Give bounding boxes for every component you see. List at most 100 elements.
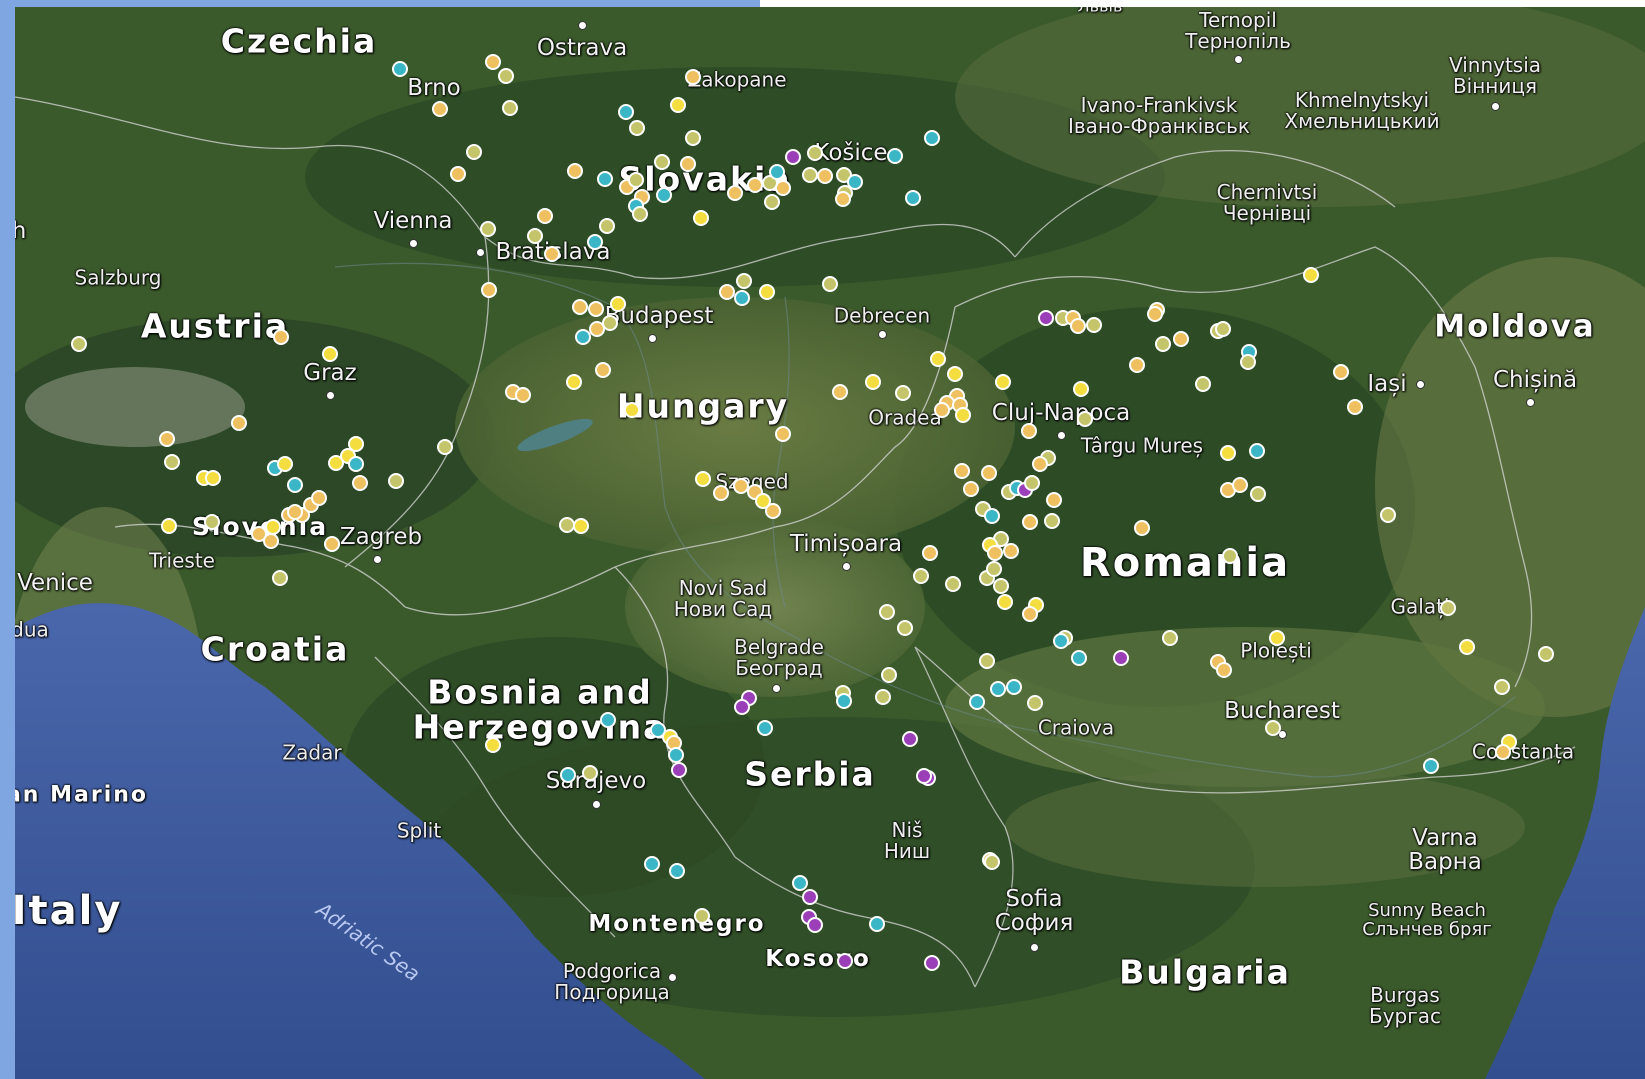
map-marker[interactable] xyxy=(1044,513,1060,529)
map-marker[interactable] xyxy=(1195,376,1211,392)
map-marker[interactable] xyxy=(832,384,848,400)
map-marker[interactable] xyxy=(1494,679,1510,695)
map-marker[interactable] xyxy=(263,533,279,549)
map-marker[interactable] xyxy=(785,149,801,165)
map-marker[interactable] xyxy=(986,561,1002,577)
map-marker[interactable] xyxy=(668,747,684,763)
map-marker[interactable] xyxy=(895,385,911,401)
map-marker[interactable] xyxy=(881,667,897,683)
map-marker[interactable] xyxy=(865,374,881,390)
map-marker[interactable] xyxy=(544,246,560,262)
map-marker[interactable] xyxy=(287,504,303,520)
map-marker[interactable] xyxy=(485,54,501,70)
map-marker[interactable] xyxy=(632,206,648,222)
map-marker[interactable] xyxy=(348,456,364,472)
map-marker[interactable] xyxy=(879,604,895,620)
map-marker[interactable] xyxy=(352,475,368,491)
map-marker[interactable] xyxy=(913,568,929,584)
map-marker[interactable] xyxy=(587,234,603,250)
map-marker[interactable] xyxy=(481,282,497,298)
map-marker[interactable] xyxy=(348,436,364,452)
map-marker[interactable] xyxy=(836,167,852,183)
map-marker[interactable] xyxy=(747,177,763,193)
map-marker[interactable] xyxy=(719,284,735,300)
map-marker[interactable] xyxy=(802,167,818,183)
map-marker[interactable] xyxy=(480,221,496,237)
map-marker[interactable] xyxy=(204,514,220,530)
map-marker[interactable] xyxy=(1032,456,1048,472)
map-marker[interactable] xyxy=(984,854,1000,870)
map-marker[interactable] xyxy=(1250,486,1266,502)
map-marker[interactable] xyxy=(432,101,448,117)
map-marker[interactable] xyxy=(713,485,729,501)
map-marker[interactable] xyxy=(392,61,408,77)
map-marker[interactable] xyxy=(644,856,660,872)
map-marker[interactable] xyxy=(947,366,963,382)
map-marker[interactable] xyxy=(575,329,591,345)
map-marker[interactable] xyxy=(1495,744,1511,760)
map-marker[interactable] xyxy=(993,578,1009,594)
map-marker[interactable] xyxy=(450,166,466,182)
map-marker[interactable] xyxy=(734,699,750,715)
map-marker[interactable] xyxy=(1155,336,1171,352)
map-marker[interactable] xyxy=(628,172,644,188)
map-marker[interactable] xyxy=(837,953,853,969)
map-marker[interactable] xyxy=(1046,492,1062,508)
map-marker[interactable] xyxy=(251,526,267,542)
map-marker[interactable] xyxy=(769,164,785,180)
map-marker[interactable] xyxy=(272,570,288,586)
map-marker[interactable] xyxy=(1027,695,1043,711)
map-marker[interactable] xyxy=(588,301,604,317)
map-marker[interactable] xyxy=(1077,411,1093,427)
map-marker[interactable] xyxy=(727,185,743,201)
map-marker[interactable] xyxy=(1038,310,1054,326)
map-marker[interactable] xyxy=(1173,331,1189,347)
map-marker[interactable] xyxy=(205,470,221,486)
map-marker[interactable] xyxy=(600,712,616,728)
map-marker[interactable] xyxy=(875,689,891,705)
map-marker[interactable] xyxy=(572,299,588,315)
map-marker[interactable] xyxy=(324,536,340,552)
map-marker[interactable] xyxy=(515,387,531,403)
map-marker[interactable] xyxy=(671,762,687,778)
map-marker[interactable] xyxy=(1003,543,1019,559)
map-marker[interactable] xyxy=(1303,267,1319,283)
map-marker[interactable] xyxy=(734,290,750,306)
map-marker[interactable] xyxy=(1073,381,1089,397)
map-marker[interactable] xyxy=(694,908,710,924)
map-marker[interactable] xyxy=(328,455,344,471)
map-marker[interactable] xyxy=(1232,477,1248,493)
map-marker[interactable] xyxy=(922,545,938,561)
map-marker[interactable] xyxy=(755,493,771,509)
map-marker[interactable] xyxy=(685,130,701,146)
map-marker[interactable] xyxy=(775,426,791,442)
map-marker[interactable] xyxy=(835,191,851,207)
map-marker[interactable] xyxy=(807,917,823,933)
map-marker[interactable] xyxy=(930,351,946,367)
map-marker[interactable] xyxy=(388,473,404,489)
map-marker[interactable] xyxy=(869,916,885,932)
map-marker[interactable] xyxy=(669,863,685,879)
map-marker[interactable] xyxy=(1423,758,1439,774)
map-marker[interactable] xyxy=(670,97,686,113)
satellite-map[interactable]: Czechia Slovakia Austria Hungary Sloveni… xyxy=(15,7,1645,1079)
map-marker[interactable] xyxy=(265,519,281,535)
map-marker[interactable] xyxy=(602,315,618,331)
map-marker[interactable] xyxy=(159,431,175,447)
map-marker[interactable] xyxy=(322,346,338,362)
map-marker[interactable] xyxy=(924,955,940,971)
map-marker[interactable] xyxy=(733,478,749,494)
map-marker[interactable] xyxy=(955,407,971,423)
map-marker[interactable] xyxy=(231,415,247,431)
map-marker[interactable] xyxy=(1215,321,1231,337)
map-marker[interactable] xyxy=(887,148,903,164)
map-marker[interactable] xyxy=(685,69,701,85)
map-marker[interactable] xyxy=(693,210,709,226)
map-marker[interactable] xyxy=(916,768,932,784)
map-marker[interactable] xyxy=(287,477,303,493)
map-marker[interactable] xyxy=(573,518,589,534)
map-marker[interactable] xyxy=(567,163,583,179)
map-marker[interactable] xyxy=(1220,445,1236,461)
map-marker[interactable] xyxy=(1162,630,1178,646)
map-marker[interactable] xyxy=(629,120,645,136)
